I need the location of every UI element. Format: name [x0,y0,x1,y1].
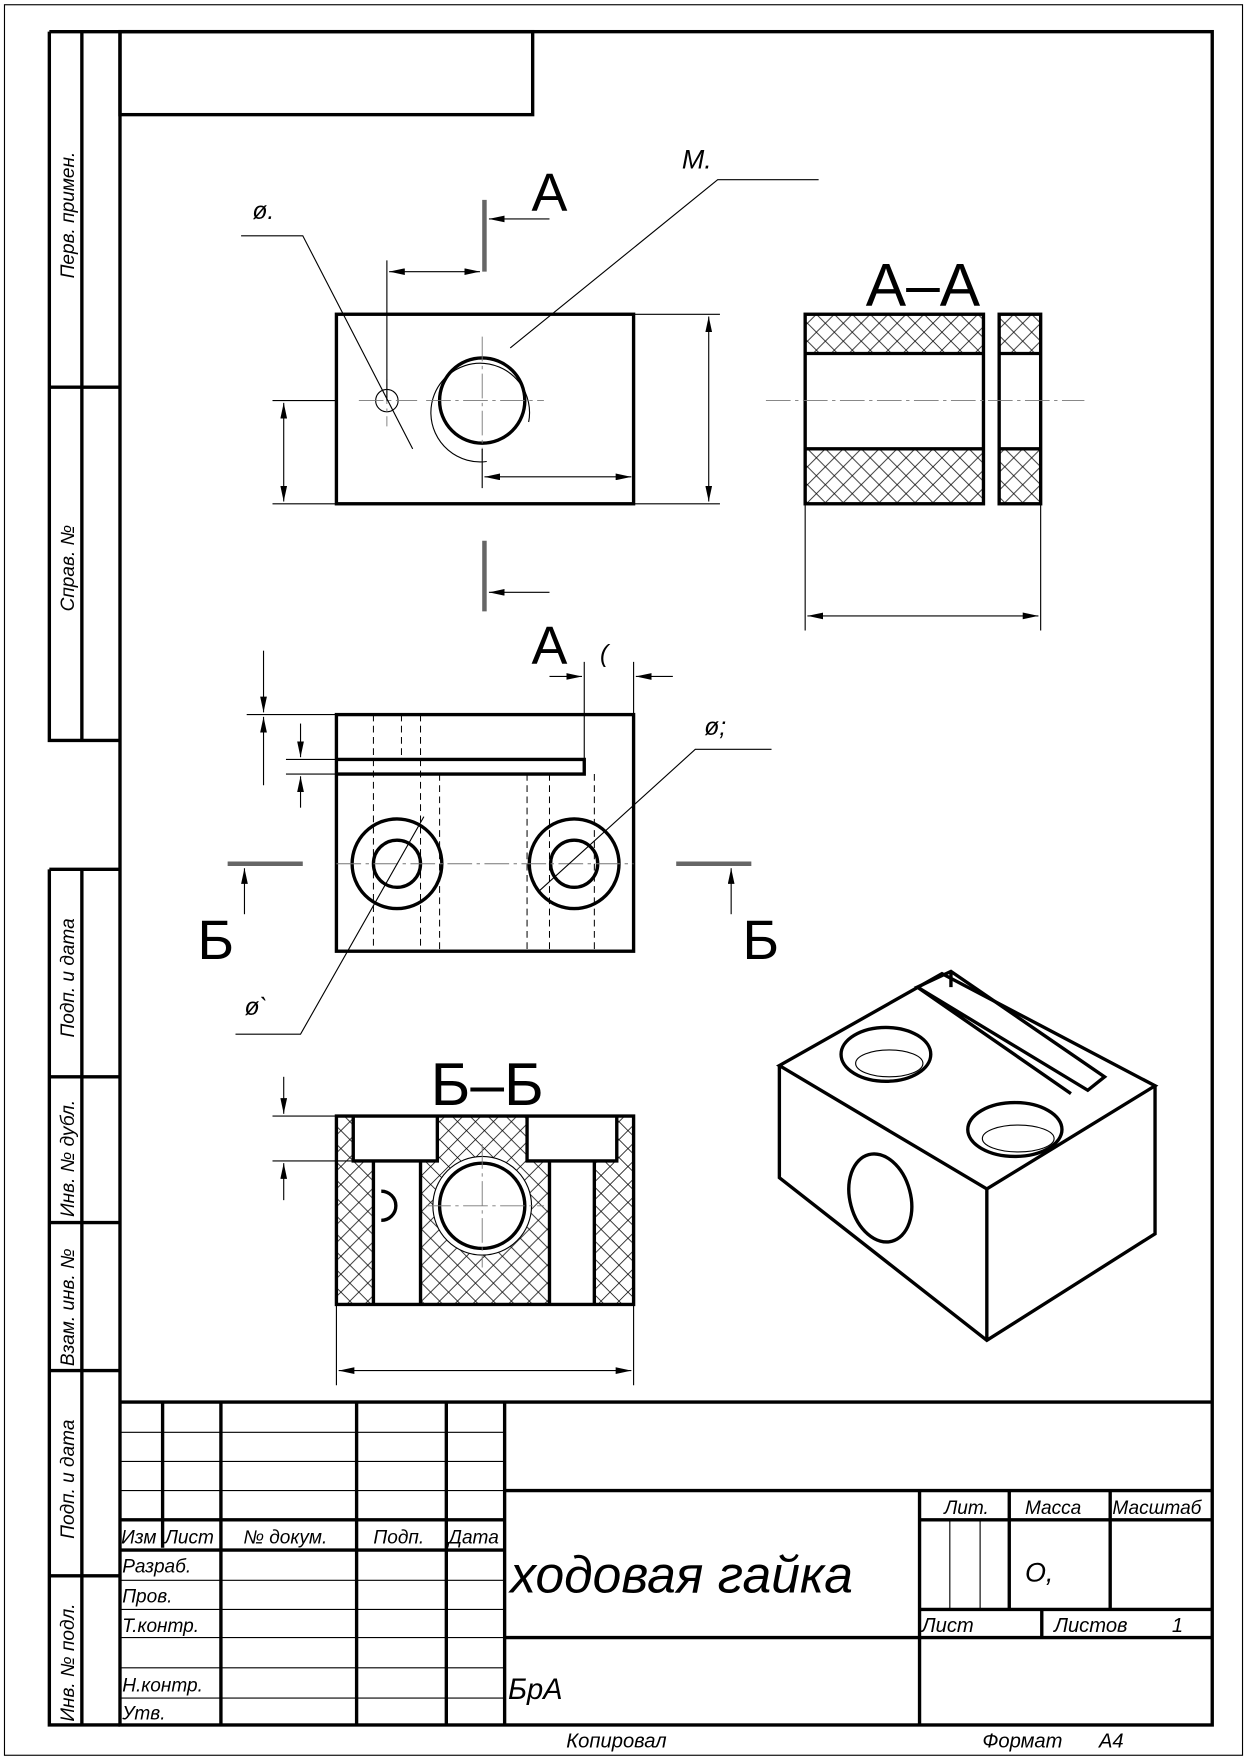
lit-label: Лит. [942,1498,989,1519]
sheets-value: 1 [1172,1615,1183,1637]
copied-label: Копировал [566,1730,666,1752]
massa-value: О, [1025,1557,1053,1587]
side-strip: Перв. примен. Справ. № Подп. и дата Инв.… [47,29,120,1727]
section-b-label-left: Б [197,908,234,971]
sheet-label: Лист [920,1615,974,1637]
role-razrab: Разраб. [122,1556,191,1577]
diameter-callout-front-right: ø; [704,714,726,741]
top-left-box [118,29,535,117]
drawing-frame [118,29,1214,1727]
masshtab-label: Масштаб [1112,1498,1202,1519]
side-label-vzam-inv: Взам. инв. № [58,1248,79,1366]
trim-border [3,4,1244,1756]
section-aa-title: A–A [866,250,981,318]
dimension-partial: ( [600,641,611,668]
section-a-a: A–A [765,250,1085,631]
format-value: A4 [1098,1730,1124,1752]
header-list: Лист [163,1527,214,1548]
section-b-label-right: Б [742,908,779,971]
diameter-callout-front-left: ø` [244,994,267,1021]
side-label-podp-data-2: Подп. и дата [58,1420,79,1539]
top-view: A A ø. M. [241,144,819,676]
header-podp: Подп. [373,1527,424,1548]
sheets-label: Листов [1052,1615,1127,1637]
header-doc-no: № докум. [243,1527,327,1548]
side-label-inv-dubl: Инв. № дубл. [58,1100,79,1217]
role-utv: Утв. [121,1703,165,1724]
role-prov: Пров. [122,1587,172,1608]
header-data: Дата [447,1527,499,1548]
material: БрА [508,1674,563,1706]
format-label: Формат [982,1730,1062,1752]
side-label-perv-primen: Перв. примен. [58,152,79,279]
role-nkontr: Н.контр. [122,1675,203,1696]
drawing-title: ходовая гайка [507,1546,853,1604]
massa-label: Масса [1025,1498,1081,1519]
title-block: Изм Лист № докум. Подп. Дата Разраб. Про… [119,1400,1213,1725]
side-label-podp-data: Подп. и дата [58,918,79,1037]
front-view: Б Б ( ø; ø` [197,641,779,1035]
side-label-sprav-no: Справ. № [58,525,79,612]
header-izm: Изм [121,1527,156,1548]
section-bb-title: Б–Б [431,1050,544,1118]
diameter-callout-top: ø. [252,198,274,225]
section-b-b: Б–Б [272,1050,636,1386]
isometric-view [776,969,1159,1343]
thread-arc [430,362,531,463]
section-a-label-top: A [532,163,568,223]
section-a-label-bottom: A [532,616,568,676]
role-tkontr: Т.контр. [122,1616,199,1637]
slot [336,757,586,776]
thread-callout: M. [682,144,712,174]
side-label-inv-podl: Инв. № подл. [58,1603,79,1721]
